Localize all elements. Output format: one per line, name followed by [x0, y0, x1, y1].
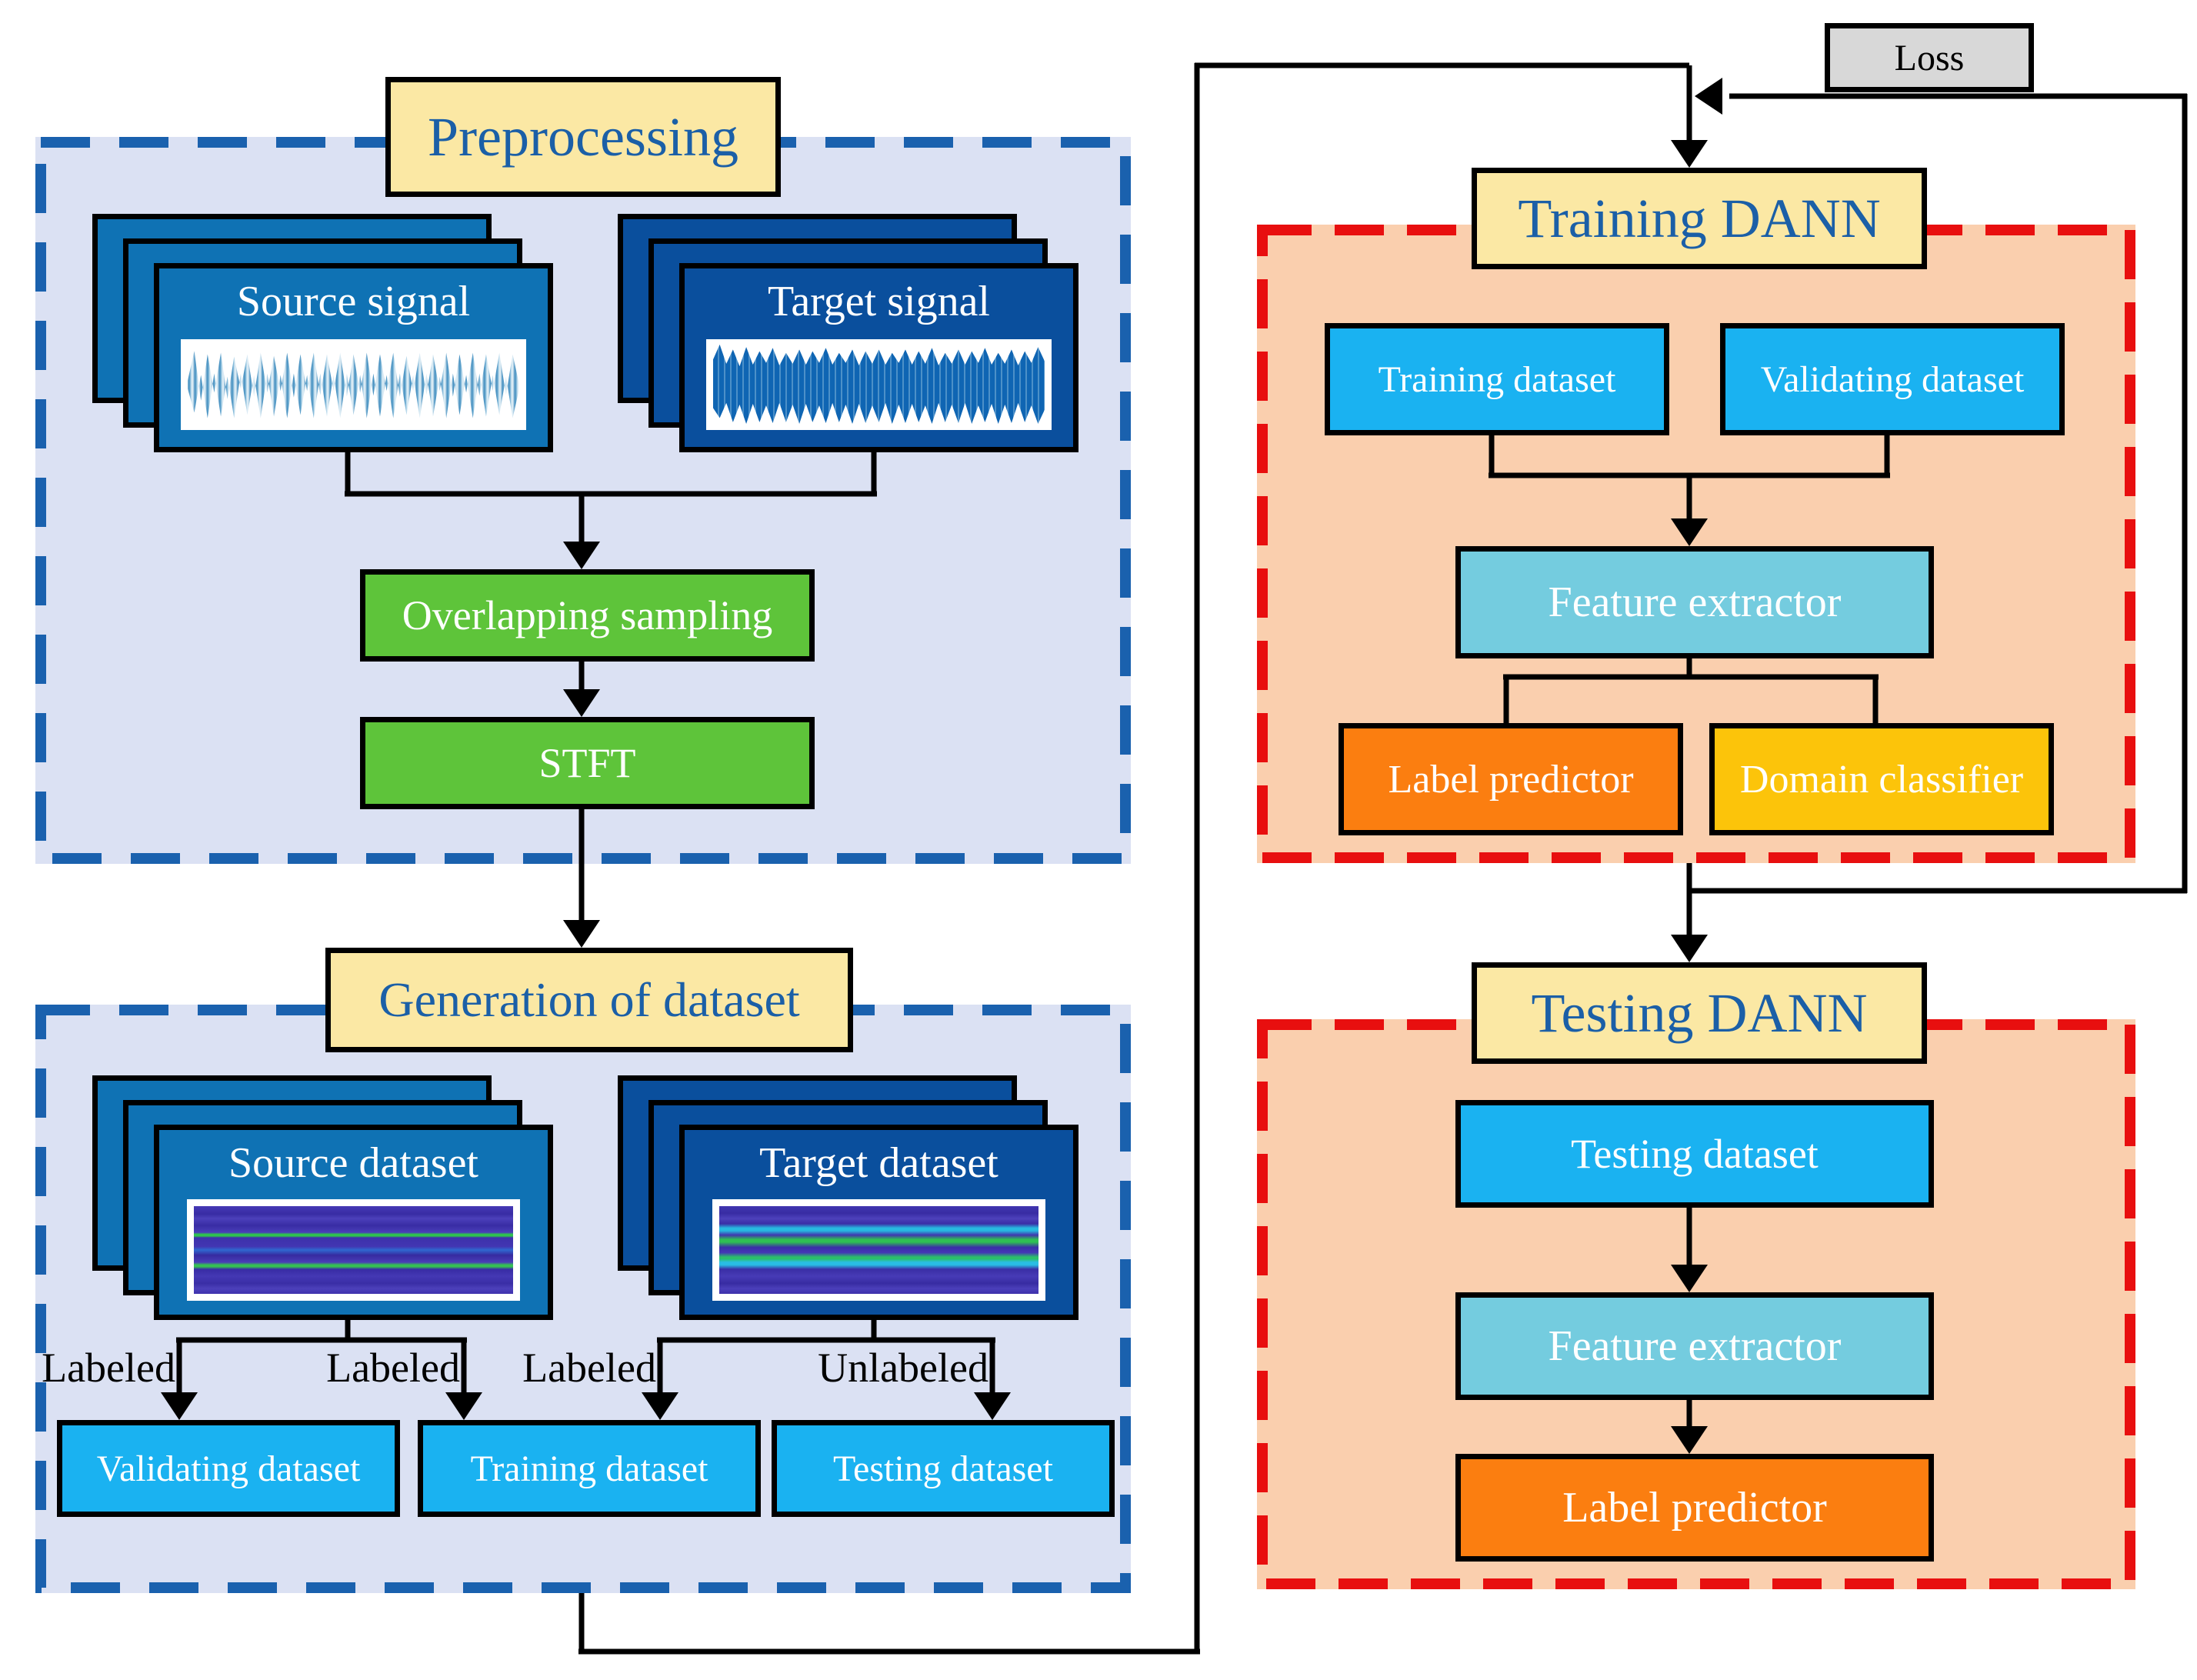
testing-dann-testing-dataset-box: Testing dataset [1455, 1100, 1934, 1208]
generation-dashed-border [35, 1005, 1131, 1593]
arrowhead-into-testing-dann [1671, 935, 1708, 962]
testing-dann-feature-extractor-box: Feature extractor [1455, 1292, 1934, 1400]
training-dann-label-predictor-box: Label predictor [1339, 723, 1683, 835]
source-signal-card-front: Source signal [154, 263, 553, 452]
source-dataset-title: Source dataset [228, 1139, 478, 1187]
target-dataset-card-front: Target dataset [679, 1125, 1078, 1320]
loss-box: Loss [1825, 23, 2034, 92]
arrowhead-into-stft [563, 689, 600, 717]
source-spectrogram-icon [194, 1206, 513, 1294]
testing-dann-header: Testing DANN [1472, 962, 1927, 1064]
training-dann-validating-dataset-box: Validating dataset [1720, 323, 2065, 435]
arrowhead-into-overlapping-sampling [563, 542, 600, 569]
edge-label-labeled-1: Labeled [42, 1345, 175, 1391]
preprocessing-header: Preprocessing [385, 77, 781, 197]
source-waveform-icon [187, 351, 520, 418]
training-dann-domain-classifier-box: Domain classifier [1709, 723, 2054, 835]
training-dann-feature-extractor-box: Feature extractor [1455, 546, 1934, 658]
arrowhead-feedback-into-training-line [1695, 78, 1722, 115]
edge-label-labeled-3: Labeled [522, 1345, 656, 1391]
arrowhead-into-training-dataset-right [642, 1392, 678, 1420]
validating-dataset-box: Validating dataset [57, 1420, 400, 1517]
target-signal-waveform-plot [706, 339, 1052, 430]
source-signal-waveform-plot [181, 339, 526, 430]
arrowhead-into-feature-extractor [1671, 518, 1708, 546]
source-signal-title: Source signal [236, 278, 471, 325]
source-signal-stack: Source signal [92, 214, 553, 452]
edge-label-unlabeled: Unlabeled [818, 1345, 988, 1391]
arrowhead-into-label-predictor-2 [1671, 1426, 1708, 1454]
target-waveform-icon [712, 344, 1045, 425]
source-spectrogram-frame [187, 1199, 520, 1301]
source-dataset-stack: Source dataset [92, 1075, 553, 1320]
arrowhead-into-training-dataset-left [445, 1392, 482, 1420]
testing-dann-label-predictor-box: Label predictor [1455, 1454, 1934, 1562]
arrowhead-into-testing-dataset [974, 1392, 1011, 1420]
target-dataset-title: Target dataset [759, 1139, 998, 1187]
edge-label-labeled-2: Labeled [326, 1345, 460, 1391]
arrowhead-into-generation-header [563, 920, 600, 948]
generation-header: Generation of dataset [325, 948, 853, 1052]
arrowhead-into-validating-dataset [161, 1392, 198, 1420]
training-dann-training-dataset-box: Training dataset [1325, 323, 1669, 435]
stft-box: STFT [360, 717, 815, 809]
target-signal-stack: Target signal [618, 214, 1078, 452]
testing-dataset-box: Testing dataset [772, 1420, 1115, 1517]
training-dann-header: Training DANN [1472, 168, 1927, 269]
target-signal-card-front: Target signal [679, 263, 1078, 452]
overlapping-sampling-box: Overlapping sampling [360, 569, 815, 662]
target-dataset-stack: Target dataset [618, 1075, 1078, 1320]
arrowhead-into-training-dann [1671, 140, 1708, 168]
arrowhead-into-feature-extractor-2 [1671, 1265, 1708, 1292]
preprocessing-dashed-border [35, 137, 1131, 864]
target-signal-title: Target signal [768, 278, 990, 325]
target-spectrogram-frame [712, 1199, 1045, 1301]
source-dataset-card-front: Source dataset [154, 1125, 553, 1320]
training-dataset-box: Training dataset [418, 1420, 761, 1517]
target-spectrogram-icon [719, 1206, 1038, 1294]
